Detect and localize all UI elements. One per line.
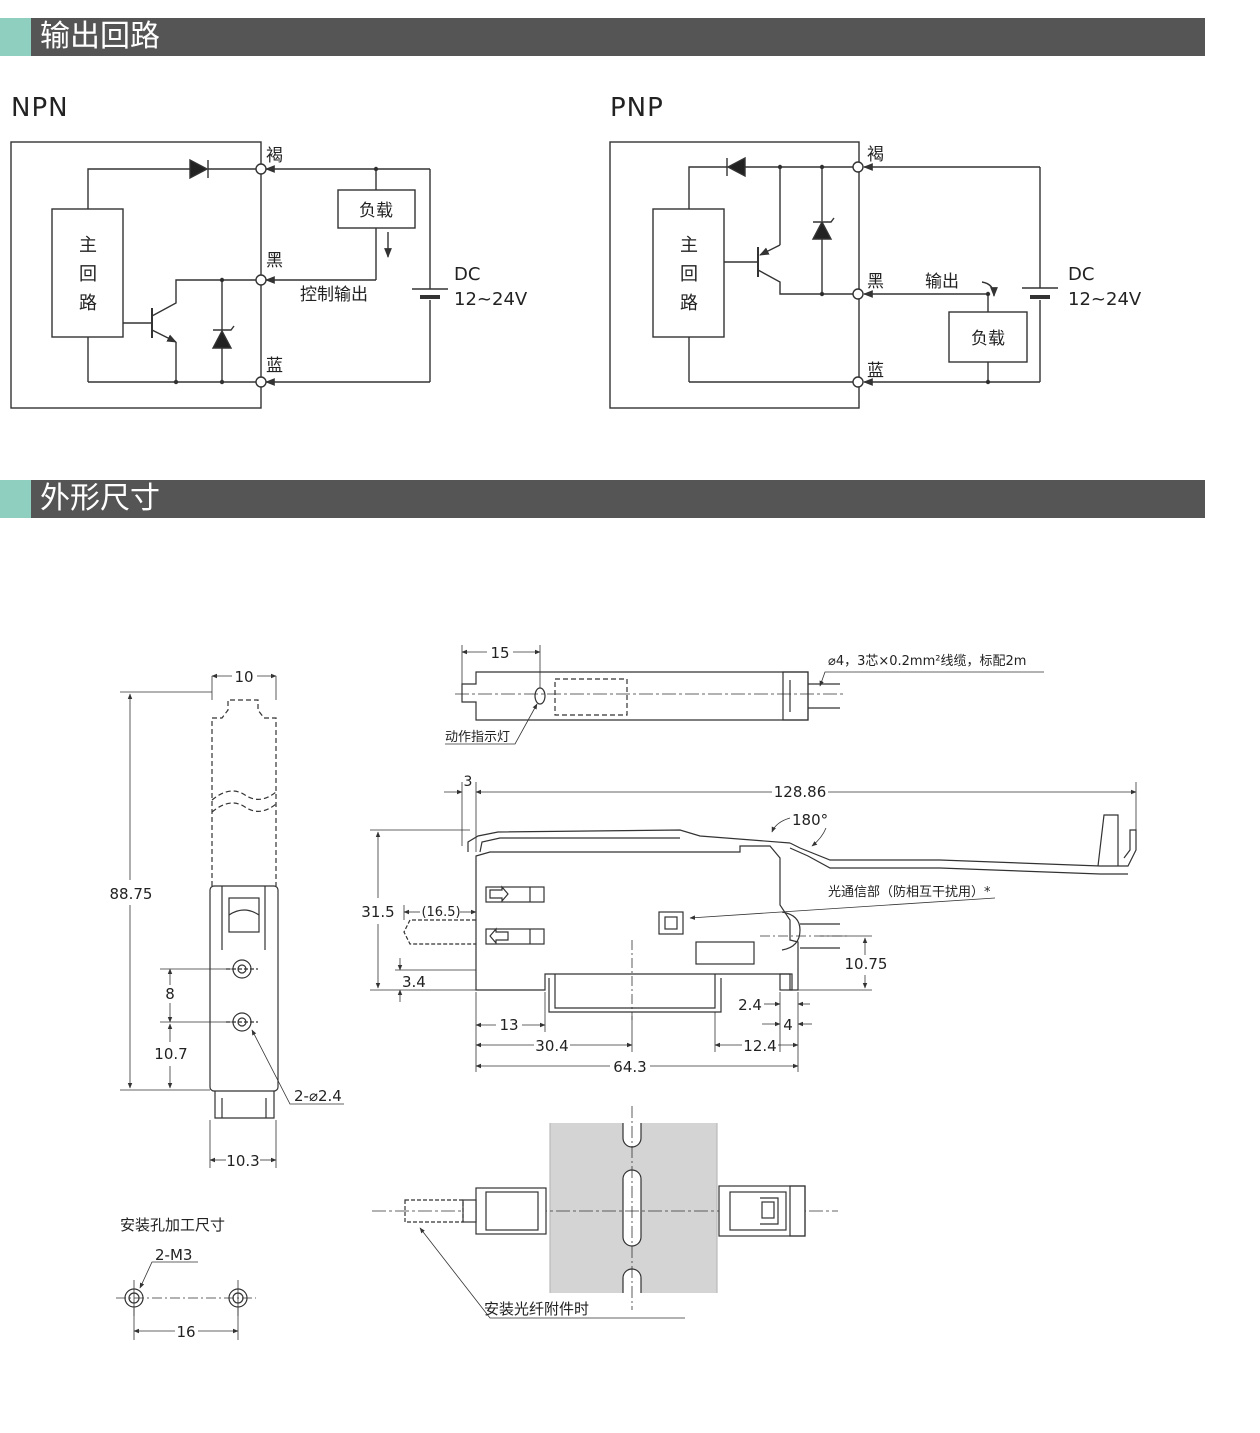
wire-blue-label: 蓝 <box>867 361 884 381</box>
diode-icon <box>189 158 209 180</box>
voltage-label: 12~24V <box>1068 289 1142 310</box>
pnp-circuit: PNP 主 回 路 <box>609 93 1142 409</box>
terminal-black <box>852 288 864 300</box>
mount-thread: 2-M3 <box>155 1246 192 1264</box>
front-view: 10 88.75 8 10.7 2-⌀2.4 10.3 <box>110 668 344 1170</box>
dim-cover-offset: 3 <box>464 774 473 790</box>
diode-icon <box>726 156 746 178</box>
dim-rail-height: 3.4 <box>402 973 426 991</box>
dim-hole-pitch: 8 <box>165 985 175 1003</box>
terminal-brown <box>255 163 267 175</box>
dim-holes: 2-⌀2.4 <box>294 1087 342 1105</box>
dc-label: DC <box>1068 264 1094 285</box>
load-label: 负载 <box>971 329 1005 349</box>
control-output-label: 控制输出 <box>300 285 368 305</box>
wire-black-label: 黑 <box>867 272 884 292</box>
section-header-dimensions: 外形尺寸 <box>0 480 1205 518</box>
dim-width-bottom: 10.3 <box>226 1152 259 1170</box>
indicator-lamp <box>534 687 546 705</box>
section-title: 外形尺寸 <box>40 481 160 516</box>
dim-2-4: 2.4 <box>738 996 762 1014</box>
dim-12-4: 12.4 <box>743 1037 776 1055</box>
indicator-label: 动作指示灯 <box>445 730 510 745</box>
dim-hole-bottom: 10.7 <box>154 1045 187 1063</box>
dim-height: 88.75 <box>110 885 153 903</box>
output-label: 输出 <box>925 272 959 292</box>
dim-cable-height: 10.75 <box>845 955 888 973</box>
dim-13: 13 <box>499 1016 518 1034</box>
side-view: 3 128.86 180° 光通信部（防相互干扰用）* 31.5 (16.5) … <box>361 774 1137 1076</box>
mount-hole-view: 安装孔加工尺寸 2-M3 16 <box>116 1216 256 1341</box>
dim-width-top: 10 <box>234 668 253 686</box>
comm-window <box>658 911 684 935</box>
wire-blue-label: 蓝 <box>266 356 283 376</box>
pnp-title: PNP <box>610 93 664 123</box>
load-label: 负载 <box>359 201 393 221</box>
terminal-blue <box>255 376 267 388</box>
dim-4: 4 <box>783 1016 793 1034</box>
main-circuit-label-2: 回 <box>680 264 698 285</box>
wire-brown-label: 褐 <box>867 145 884 165</box>
npn-circuit: NPN 主 回 路 <box>10 93 528 409</box>
mount-title: 安装孔加工尺寸 <box>120 1216 225 1234</box>
voltage-label: 12~24V <box>454 289 528 310</box>
comm-label: 光通信部（防相互干扰用）* <box>828 884 991 900</box>
main-circuit-label-1: 主 <box>79 235 97 256</box>
dc-label: DC <box>454 264 480 285</box>
dim-open-angle: 180° <box>792 811 828 829</box>
cable-spec: ⌀4，3芯×0.2mm²线缆，标配2m <box>828 653 1026 669</box>
bottom-view: 安装光纤附件时 <box>372 1106 838 1319</box>
header-accent <box>0 18 31 56</box>
main-circuit-label-2: 回 <box>79 264 97 285</box>
dim-30-4: 30.4 <box>535 1037 568 1055</box>
dim-length: 64.3 <box>613 1058 646 1076</box>
main-circuit-label-3: 路 <box>79 293 97 314</box>
top-view: 15 动作指示灯 ⌀4，3芯×0.2mm²线缆，标配2m <box>445 644 1044 745</box>
wire-brown-label: 褐 <box>266 146 283 166</box>
dim-fiber-len: (16.5) <box>421 905 460 920</box>
fiber-label: 安装光纤附件时 <box>484 1300 589 1318</box>
terminal-black <box>255 274 267 286</box>
main-circuit-label-1: 主 <box>680 235 698 256</box>
dim-height: 31.5 <box>361 903 394 921</box>
mount-pitch: 16 <box>176 1323 195 1341</box>
section-header-output: 输出回路 <box>0 18 1205 56</box>
main-circuit-label-3: 路 <box>680 293 698 314</box>
terminal-brown <box>852 161 864 173</box>
dim-indicator-pos: 15 <box>490 644 509 662</box>
dim-cover-length: 128.86 <box>774 783 827 801</box>
section-title: 输出回路 <box>40 19 160 54</box>
header-accent <box>0 480 31 518</box>
npn-title: NPN <box>11 93 69 123</box>
wire-black-label: 黑 <box>266 251 283 271</box>
terminal-blue <box>852 376 864 388</box>
